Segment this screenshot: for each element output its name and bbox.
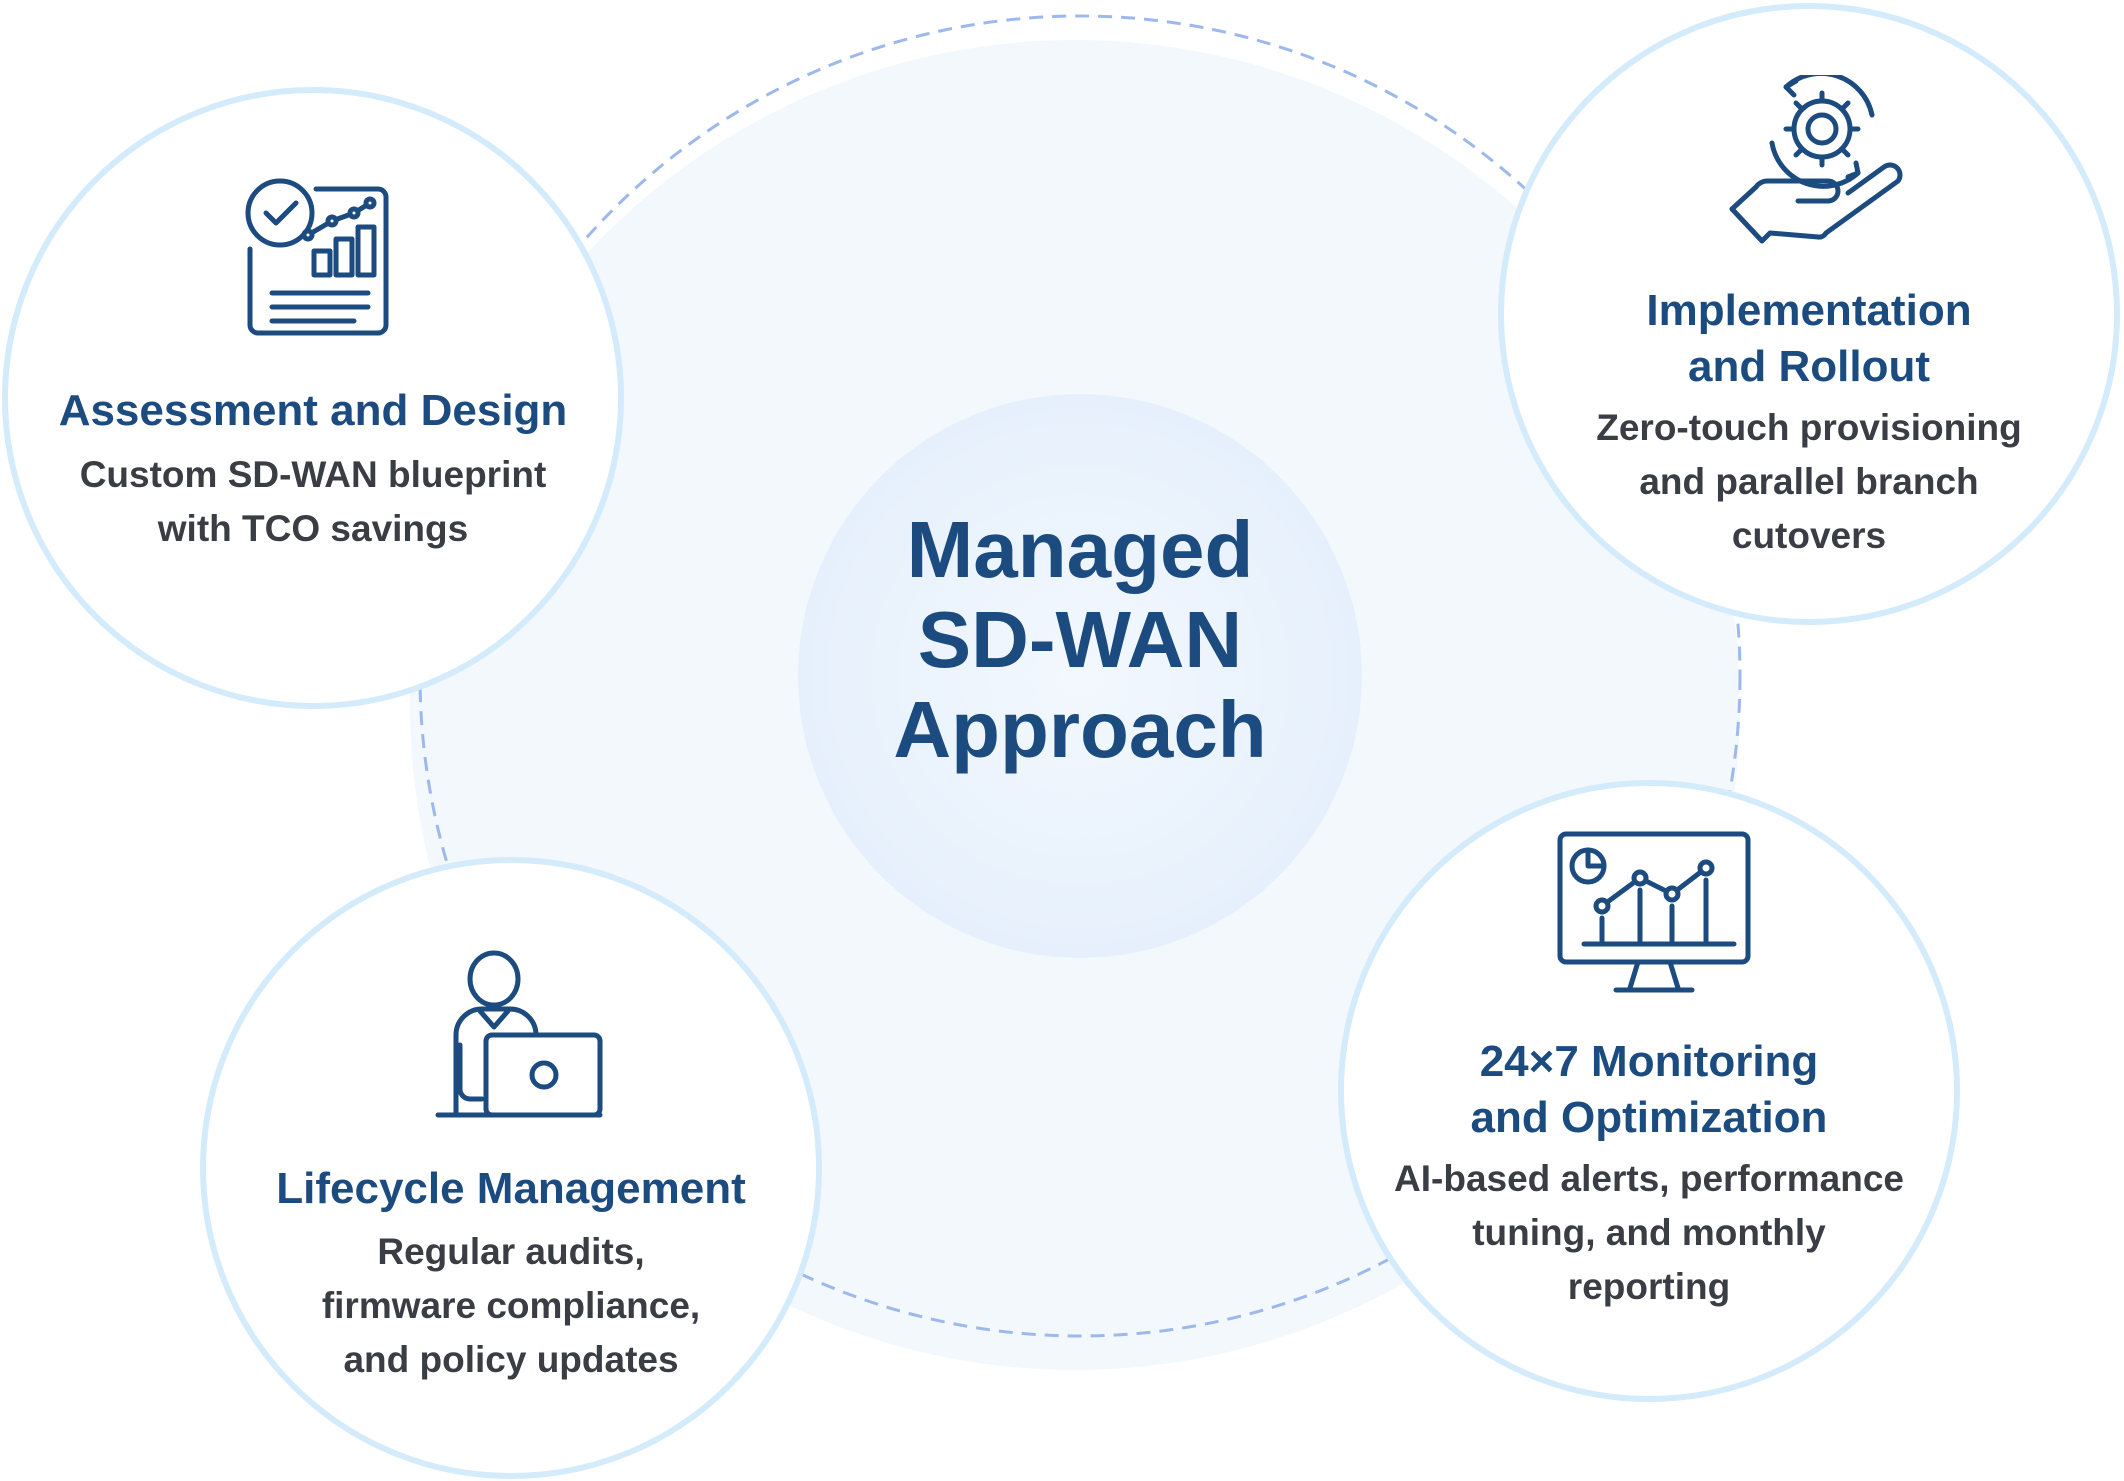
node-description-line: tuning, and monthly <box>1472 1212 1826 1253</box>
center-title-line: Approach <box>893 685 1267 774</box>
node-description-line: and parallel branch <box>1639 461 1979 502</box>
person-laptop-icon <box>435 950 603 1118</box>
node-description-line: and policy updates <box>343 1339 679 1380</box>
node-title-line: Implementation <box>1646 286 1972 335</box>
hand-gear-icon <box>1729 75 1903 244</box>
center-title: Managed SD-WAN Approach <box>780 505 1380 775</box>
node-description-line: with TCO savings <box>157 508 469 549</box>
node-description-line: Zero-touch provisioning <box>1596 407 2022 448</box>
node-title: 24×7 Monitoring and Optimization <box>1344 1034 1954 1146</box>
node-assessment-design: Assessment and Design Custom SD-WAN blue… <box>2 87 624 709</box>
node-description-line: cutovers <box>1731 515 1887 556</box>
monitor-analytics-icon <box>1557 831 1751 993</box>
report-chart-icon <box>245 178 389 336</box>
node-description-line: Custom SD-WAN blueprint <box>79 454 547 495</box>
node-monitoring-optimization: 24×7 Monitoring and Optimization AI-base… <box>1338 780 1960 1402</box>
node-title-line: Assessment and Design <box>58 386 568 435</box>
node-description-line: AI-based alerts, performance <box>1394 1158 1904 1199</box>
node-implementation-rollout: Implementation and Rollout Zero-touch pr… <box>1498 3 2120 625</box>
node-lifecycle-management: Lifecycle Management Regular audits, fir… <box>200 857 822 1479</box>
node-title: Assessment and Design <box>8 383 618 439</box>
node-description: Regular audits, firmware compliance, and… <box>206 1225 816 1387</box>
node-title-line: and Optimization <box>1470 1093 1828 1142</box>
node-description: AI-based alerts, performance tuning, and… <box>1344 1152 1954 1314</box>
node-title-line: 24×7 Monitoring <box>1479 1037 1819 1086</box>
center-core <box>798 394 1362 958</box>
center-title-line: Managed <box>906 505 1254 594</box>
center-title-line: SD-WAN <box>917 595 1243 684</box>
node-title: Implementation and Rollout <box>1504 283 2114 395</box>
node-description-line: firmware compliance, <box>321 1285 701 1326</box>
node-description-line: Regular audits, <box>377 1231 645 1272</box>
node-description: Custom SD-WAN blueprint with TCO savings <box>8 448 618 556</box>
node-description-line: reporting <box>1567 1266 1731 1307</box>
node-description: Zero-touch provisioning and parallel bra… <box>1504 401 2114 563</box>
node-title-line: and Rollout <box>1688 342 1930 391</box>
node-title: Lifecycle Management <box>206 1161 816 1217</box>
node-title-line: Lifecycle Management <box>276 1164 746 1213</box>
